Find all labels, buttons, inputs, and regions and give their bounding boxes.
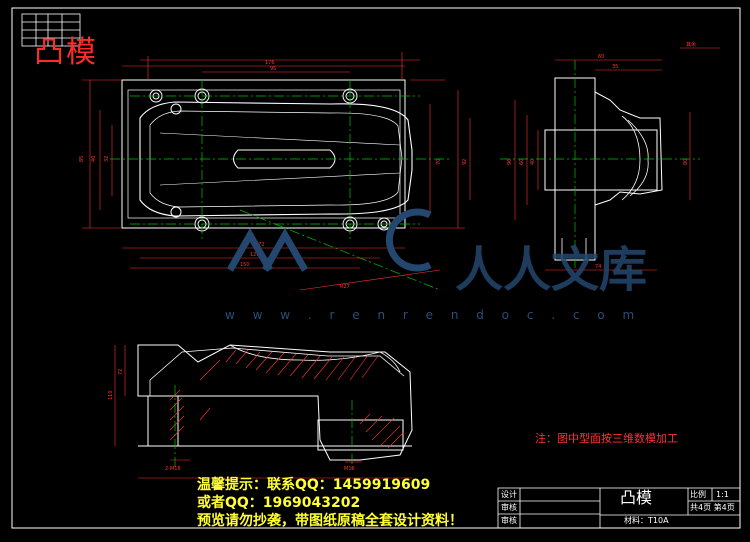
drawing-title: 凸模 — [34, 35, 98, 70]
drawing-note: 注：图中型面按三维数模加工 — [535, 432, 678, 445]
watermark-text: 人人文库 — [455, 242, 648, 298]
svg-text:60: 60 — [598, 54, 604, 60]
svg-text:72: 72 — [118, 369, 124, 375]
svg-text:35: 35 — [612, 64, 618, 70]
svg-text:40: 40 — [530, 159, 536, 165]
svg-text:80: 80 — [683, 159, 689, 165]
top-view: 85 40 32 70 92 176 95 172 120 150 R27 — [79, 52, 471, 291]
svg-text:40: 40 — [91, 156, 97, 162]
svg-text:其余: 其余 — [686, 41, 696, 48]
promo-line-contact: 温馨提示：联系QQ：1459919609 — [197, 477, 431, 493]
svg-text:M16: M16 — [344, 466, 355, 472]
title-block-frame — [497, 487, 741, 529]
scale-value: 1:1 — [716, 490, 729, 499]
svg-text:96: 96 — [507, 159, 513, 165]
review-label: 审核 — [501, 516, 517, 525]
svg-text:70: 70 — [436, 159, 442, 165]
svg-text:176: 176 — [265, 60, 275, 66]
watermark-logo — [385, 208, 432, 272]
svg-text:85: 85 — [79, 156, 85, 162]
promo-line-alt-contact: 或者QQ：1969043202 — [197, 495, 361, 511]
svg-text:2-M16: 2-M16 — [165, 466, 181, 472]
drawing-border — [11, 7, 741, 529]
svg-text:95: 95 — [270, 66, 276, 72]
svg-text:R27: R27 — [340, 284, 350, 290]
side-view: 96 60 40 80 60 35 74 其余 — [500, 41, 720, 271]
check-label: 审核 — [501, 503, 517, 512]
svg-text:110: 110 — [108, 390, 114, 400]
watermark-url: w w w . r e n r e n d o c . c o m — [225, 308, 642, 322]
svg-text:172: 172 — [255, 242, 265, 248]
sheets-label: 共4页 第4页 — [690, 503, 735, 512]
svg-text:32: 32 — [104, 156, 110, 162]
front-section-view: 110 72 2-M16 M16 — [108, 344, 413, 479]
svg-text:92: 92 — [462, 159, 468, 165]
svg-text:60: 60 — [519, 159, 525, 165]
design-label: 设计 — [501, 490, 517, 499]
svg-text:74: 74 — [595, 264, 601, 270]
scale-label: 比例 — [690, 490, 706, 499]
promo-line-notice: 预览请勿抄袭，带图纸原稿全套设计资料！ — [197, 513, 463, 529]
svg-text:120: 120 — [250, 252, 260, 258]
material-label: 材料：T10A — [624, 516, 669, 525]
title-block-part-name: 凸模 — [620, 488, 653, 507]
svg-text:150: 150 — [240, 262, 250, 268]
top-left-table — [21, 13, 81, 47]
watermark-figures — [226, 227, 309, 272]
